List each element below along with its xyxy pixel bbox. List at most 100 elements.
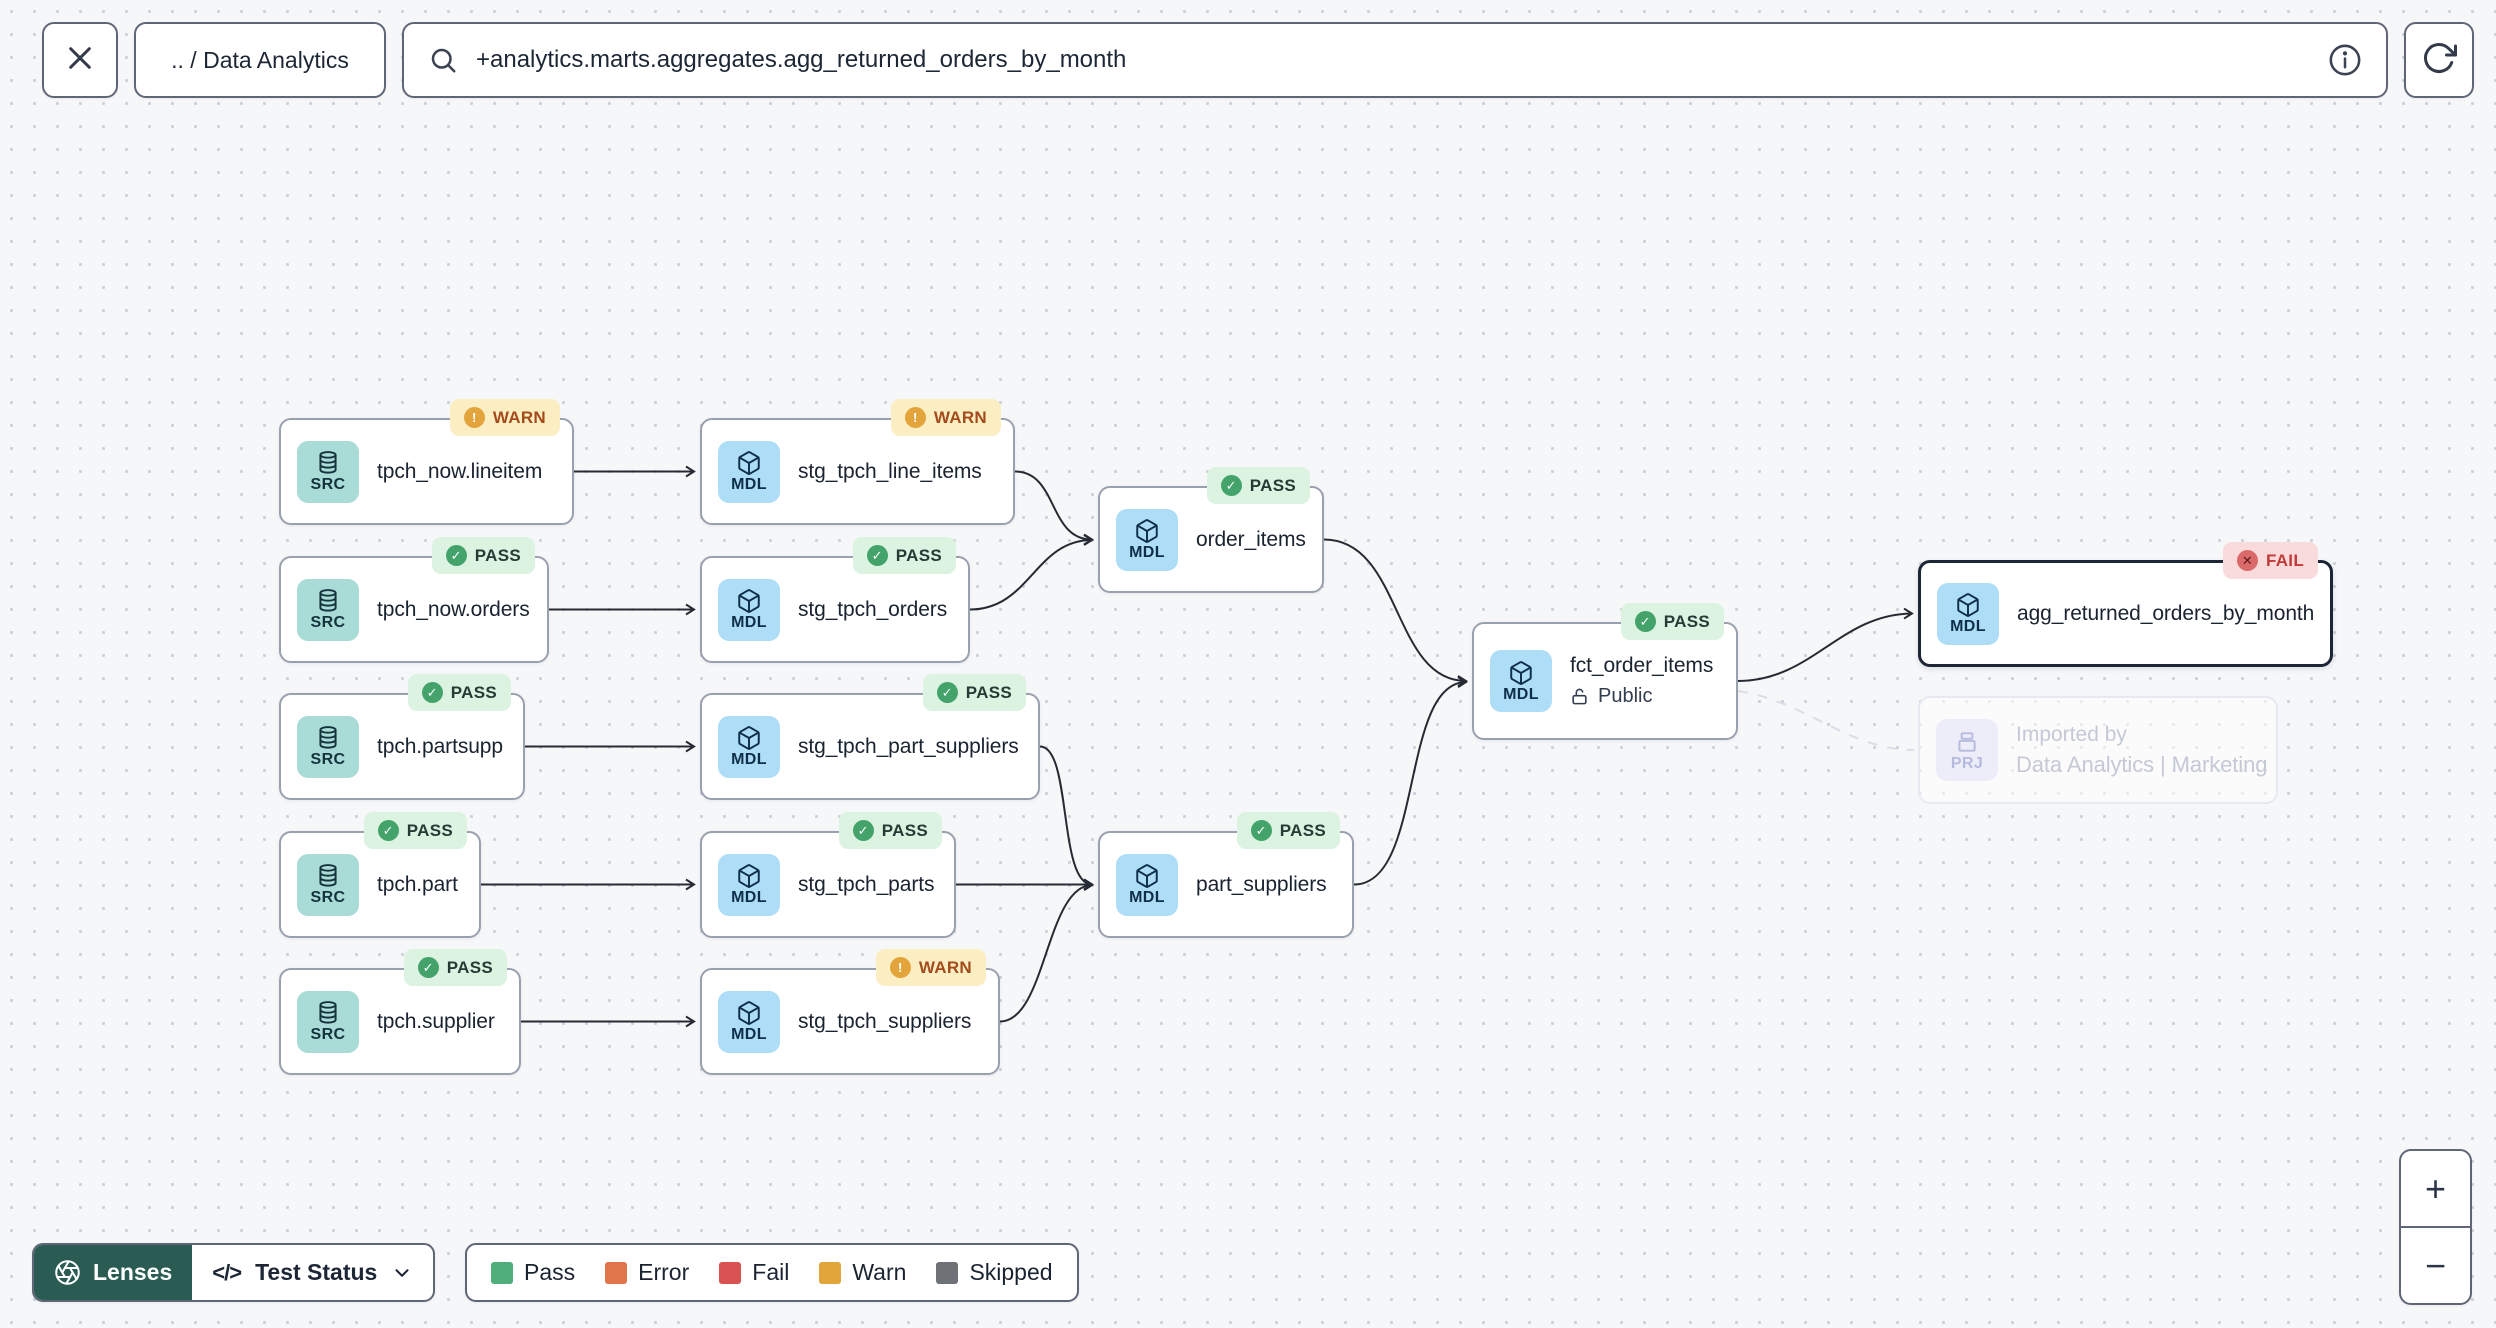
node-type-label: SRC: [310, 1026, 346, 1043]
graph-node-stg_tpch_part_suppliers[interactable]: MDL stg_tpch_part_suppliers ✓PASS: [700, 674, 1040, 800]
legend-label: Pass: [524, 1259, 576, 1285]
cube-icon: MDL: [718, 853, 780, 916]
cube-icon: MDL: [718, 440, 780, 503]
node-label: stg_tpch_part_suppliers: [798, 734, 1019, 758]
legend-swatch-error: [605, 1261, 628, 1284]
node-label: tpch_now.lineitem: [377, 459, 543, 483]
status-badge-pass: ✓PASS: [407, 674, 511, 711]
node-type-label: SRC: [310, 751, 346, 768]
status-badge-pass: ✓PASS: [363, 812, 467, 849]
status-pass-icon: ✓: [852, 820, 874, 841]
legend-swatch-skipped: [936, 1261, 959, 1284]
node-label: stg_tpch_parts: [798, 872, 935, 896]
legend-swatch-fail: [719, 1261, 742, 1284]
search-icon: [428, 45, 458, 75]
zoom-controls: + −: [2399, 1149, 2472, 1305]
legend-item-fail: Fail: [719, 1259, 789, 1286]
legend-label: Fail: [752, 1259, 790, 1285]
legend-item-skipped: Skipped: [936, 1259, 1053, 1286]
database-icon: SRC: [297, 715, 359, 778]
edge-stg_tpch_orders-to-order_items: [969, 534, 1094, 611]
refresh-button[interactable]: [2404, 22, 2474, 98]
database-icon: SRC: [297, 853, 359, 916]
node-type-label: SRC: [310, 476, 346, 493]
legend-swatch-pass: [491, 1261, 513, 1284]
cube-icon: MDL: [1116, 508, 1178, 571]
breadcrumb[interactable]: .. / Data Analytics: [134, 22, 386, 98]
status-pass-icon: ✓: [377, 820, 399, 841]
node-type-label: MDL: [731, 614, 767, 631]
code-icon: </>: [212, 1259, 242, 1285]
lens-control-group: Lenses </> Test Status: [32, 1243, 436, 1302]
node-type-label: SRC: [310, 614, 346, 631]
database-icon: SRC: [297, 578, 359, 641]
edge-part_suppliers-to-fct_order_items: [1353, 676, 1468, 886]
status-badge-pass: ✓PASS: [431, 537, 535, 574]
status-pass-icon: ✓: [936, 682, 958, 703]
edge-stg_tpch_suppliers-to-part_suppliers: [999, 879, 1094, 1023]
node-label: order_items: [1196, 527, 1306, 551]
node-label: fct_order_items: [1570, 654, 1714, 677]
lens-selector-test-status[interactable]: </> Test Status: [192, 1245, 433, 1300]
status-badge-pass: ✓PASS: [403, 949, 507, 986]
node-access-label: Public: [1598, 685, 1653, 707]
edge-stg_tpch_part_suppliers-to-part_suppliers: [1039, 745, 1094, 891]
cube-icon: MDL: [1490, 650, 1552, 712]
node-type-label: MDL: [1503, 685, 1539, 703]
node-type-label: MDL: [731, 1026, 767, 1043]
status-badge-warn: !WARN: [890, 399, 1001, 436]
legend-label: Skipped: [969, 1259, 1053, 1285]
status-pass-icon: ✓: [417, 957, 439, 978]
status-badge-pass: ✓PASS: [922, 674, 1026, 711]
node-label: tpch_now.orders: [377, 597, 530, 621]
status-pass-icon: ✓: [421, 682, 443, 703]
status-badge-pass: ✓PASS: [1620, 603, 1724, 640]
node-type-label: MDL: [731, 751, 767, 768]
node-type-label: MDL: [1129, 889, 1165, 906]
search-input[interactable]: [474, 45, 2312, 75]
database-icon: SRC: [297, 990, 359, 1053]
edge-order_items-to-fct_order_items: [1323, 538, 1468, 687]
database-icon: SRC: [297, 440, 359, 503]
node-type-label: MDL: [1129, 544, 1165, 561]
close-button[interactable]: [42, 22, 118, 98]
legend-label: Warn: [852, 1259, 907, 1285]
info-icon[interactable]: [2328, 43, 2362, 77]
status-pass-icon: ✓: [866, 545, 888, 566]
chevron-down-icon: [391, 1262, 413, 1284]
graph-node-tpch_now_orders[interactable]: SRC tpch_now.orders ✓PASS: [279, 537, 549, 663]
archive-icon: PRJ: [1936, 719, 1998, 781]
cube-icon: MDL: [718, 990, 780, 1053]
zoom-in-button[interactable]: +: [2401, 1151, 2470, 1228]
aperture-icon: [54, 1259, 81, 1286]
lenses-button[interactable]: Lenses: [34, 1245, 193, 1300]
unlock-icon: [1570, 687, 1589, 706]
node-type-label: MDL: [731, 476, 767, 493]
status-pass-icon: ✓: [1220, 475, 1242, 496]
node-type-label: PRJ: [1950, 754, 1984, 772]
refresh-icon: [2421, 40, 2457, 81]
cube-icon: MDL: [718, 578, 780, 641]
breadcrumb-label: .. / Data Analytics: [171, 46, 349, 73]
edge-stg_tpch_line_items-to-order_items: [1014, 470, 1094, 546]
cube-icon: MDL: [1937, 582, 1999, 645]
zoom-out-button[interactable]: −: [2424, 1244, 2447, 1286]
search-bar[interactable]: [402, 22, 2388, 98]
node-label: Data Analytics | Marketing: [2016, 751, 2268, 777]
status-warn-icon: !: [463, 407, 485, 428]
